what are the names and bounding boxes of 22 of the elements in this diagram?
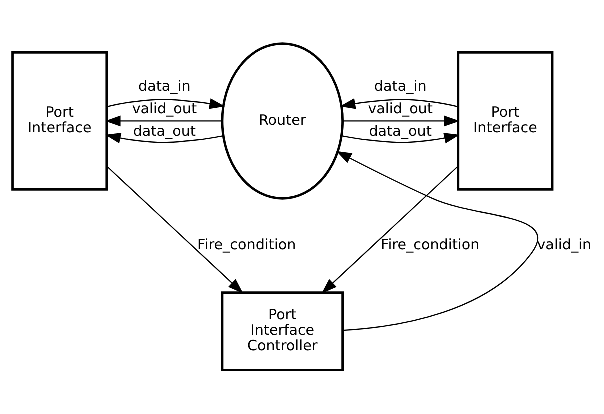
node-box: Port Interface <box>457 52 554 191</box>
edge-label: valid_out <box>368 102 433 118</box>
arrow <box>342 116 460 127</box>
edge-label: data_out <box>133 124 196 140</box>
arrow <box>336 151 538 332</box>
edge-label: Fire_condition <box>381 237 480 254</box>
node-ellipse: Router <box>221 42 344 200</box>
node-box: Port Interface <box>12 52 108 191</box>
arrow <box>342 132 460 144</box>
edge-label: data_in <box>374 78 427 95</box>
arrow <box>106 166 244 294</box>
edge-label: data_out <box>369 124 432 140</box>
arrow <box>340 98 458 110</box>
edge-label: valid_in <box>537 237 592 254</box>
arrow <box>322 166 459 294</box>
arrow <box>105 116 222 127</box>
edge-label: valid_out <box>132 102 198 118</box>
edge-label: data_in <box>138 78 191 95</box>
edge-label: Fire_condition <box>198 237 296 254</box>
arrow <box>105 132 224 144</box>
node-box: Port Interface Controller <box>221 292 344 372</box>
arrow <box>107 98 226 110</box>
